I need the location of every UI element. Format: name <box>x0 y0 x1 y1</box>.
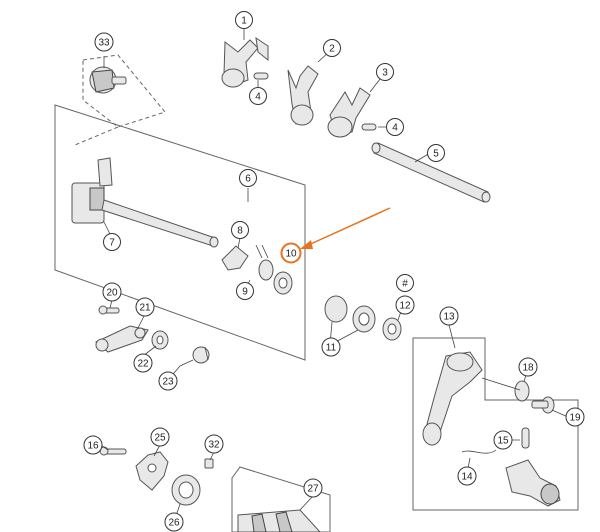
part-16-bolt <box>99 446 127 456</box>
svg-text:1: 1 <box>241 16 247 27</box>
svg-text:14: 14 <box>461 472 473 483</box>
svg-text:6: 6 <box>245 174 251 185</box>
callout-32: 32 <box>204 434 224 454</box>
svg-text:32: 32 <box>208 440 220 451</box>
part-9-circlip <box>255 244 274 281</box>
callout-7: 7 <box>103 233 121 251</box>
part-8-spring-retainer <box>221 245 249 271</box>
callout-5: 5 <box>427 144 445 162</box>
callout-27: 27 <box>303 478 323 498</box>
callout-23: 23 <box>158 371 178 391</box>
callout-21: 21 <box>135 297 155 317</box>
svg-text:11: 11 <box>326 343 337 354</box>
part-10-washer <box>273 271 293 295</box>
part-15-pin <box>521 427 530 449</box>
part-19-bolt <box>531 396 555 414</box>
svg-text:8: 8 <box>237 226 243 237</box>
callout-16: 16 <box>83 435 103 455</box>
part-33-ratchet <box>89 66 127 94</box>
part-7-shift-shaft <box>71 157 219 248</box>
shift-drum-group-frame <box>231 466 331 532</box>
svg-text:#: # <box>402 279 408 290</box>
part-1-pin <box>253 72 269 80</box>
svg-text:26: 26 <box>168 518 180 529</box>
svg-text:9: 9 <box>242 287 248 298</box>
svg-text:16: 16 <box>87 441 99 452</box>
callout-18: 18 <box>518 357 538 377</box>
svg-text:22: 22 <box>137 359 149 370</box>
svg-text:23: 23 <box>162 377 174 388</box>
svg-text:19: 19 <box>569 413 581 424</box>
callout-13: 13 <box>439 306 459 326</box>
shift-shaft-group-frame <box>54 104 306 361</box>
ratchet-dashed-frame <box>82 54 166 128</box>
svg-text:21: 21 <box>139 303 151 314</box>
svg-text:15: 15 <box>497 436 509 447</box>
svg-text:33: 33 <box>98 38 110 49</box>
part-25-shift-star <box>135 451 169 491</box>
part-3-shift-fork <box>327 87 377 138</box>
callout-2: 2 <box>323 39 341 57</box>
part-11-bearings <box>324 295 376 333</box>
part-12-washer <box>382 317 402 341</box>
part-27-shift-drum <box>237 509 321 532</box>
svg-text:13: 13 <box>443 312 455 323</box>
callout-20: 20 <box>102 282 122 302</box>
svg-text:3: 3 <box>382 68 388 79</box>
highlight-arrow <box>300 207 391 249</box>
callout-12: 12 <box>395 295 415 315</box>
svg-text:18: 18 <box>522 363 534 374</box>
shift-lever-group-frame <box>412 337 579 511</box>
svg-text:2: 2 <box>329 44 335 55</box>
part-shift-tip <box>505 459 561 507</box>
callout-3: 3 <box>376 63 394 81</box>
part-20-bolt <box>98 305 120 315</box>
callout-4a: 4 <box>249 87 267 105</box>
part-1-shift-fork <box>221 36 269 88</box>
callout-15: 15 <box>493 430 513 450</box>
callout-1: 1 <box>235 11 253 29</box>
part-5-fork-shaft <box>371 142 491 203</box>
part-13-shift-lever <box>422 351 483 446</box>
callout-9: 9 <box>236 282 254 300</box>
callout-19: 19 <box>565 407 585 427</box>
callout-6: 6 <box>239 169 257 187</box>
part-23-spring <box>179 346 210 367</box>
callout-22: 22 <box>133 353 153 373</box>
part-22-bushing <box>151 330 169 350</box>
part-2-shift-fork <box>287 65 319 126</box>
svg-text:25: 25 <box>154 433 166 444</box>
part-14-spring-clip <box>461 449 497 454</box>
callout-12-hash: # <box>396 274 414 292</box>
svg-text:4: 4 <box>255 92 261 103</box>
callout-25: 25 <box>150 427 170 447</box>
callout-10-highlighted: 10 <box>280 242 302 264</box>
svg-text:27: 27 <box>307 484 319 495</box>
svg-text:10: 10 <box>285 249 297 260</box>
svg-text:5: 5 <box>433 149 439 160</box>
callout-8: 8 <box>231 221 249 239</box>
svg-text:12: 12 <box>399 301 411 312</box>
callout-33: 33 <box>94 32 114 52</box>
part-21-lever <box>95 325 149 353</box>
callout-26: 26 <box>164 512 184 532</box>
svg-text:7: 7 <box>109 238 115 249</box>
part-26-bearing <box>171 474 201 506</box>
callout-14: 14 <box>457 466 477 486</box>
callout-4b: 4 <box>386 118 404 136</box>
part-18-washer <box>514 380 530 402</box>
svg-text:4: 4 <box>392 123 398 134</box>
callout-11: 11 <box>321 337 341 357</box>
svg-text:20: 20 <box>106 288 118 299</box>
part-32-screw <box>204 458 214 469</box>
